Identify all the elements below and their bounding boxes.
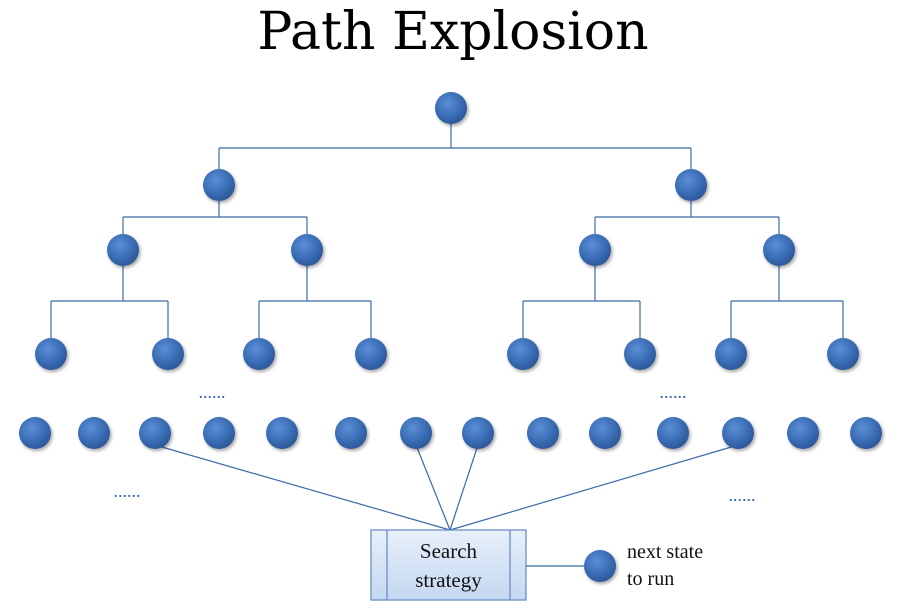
- tree-node: [715, 338, 747, 370]
- state-node: [787, 417, 819, 449]
- state-node: [335, 417, 367, 449]
- diagram-title: Path Explosion: [257, 2, 649, 62]
- state-node: [78, 417, 110, 449]
- state-node: [203, 417, 235, 449]
- search-strategy-box: Search strategy: [370, 529, 527, 601]
- ellipsis-mark: ......: [660, 382, 687, 402]
- state-node: [527, 417, 559, 449]
- state-node: [400, 417, 432, 449]
- selection-edge: [415, 444, 451, 531]
- nodes-layer: [19, 92, 882, 449]
- tree-node: [291, 234, 323, 266]
- state-node: [19, 417, 51, 449]
- tree-node: [624, 338, 656, 370]
- next-state-node: [584, 550, 616, 582]
- search-strategy-label-line1: Search: [420, 539, 478, 563]
- search-strategy-label-line2: strategy: [415, 568, 482, 592]
- tree-node: [507, 338, 539, 370]
- state-node: [657, 417, 689, 449]
- tree-node: [107, 234, 139, 266]
- ellipsis-mark: ......: [729, 485, 756, 505]
- state-node: [139, 417, 171, 449]
- next-state-label-line2: to run: [627, 568, 674, 590]
- tree-node: [763, 234, 795, 266]
- state-node: [462, 417, 494, 449]
- selection-edge: [449, 444, 479, 531]
- next-state-label-line1: next state: [627, 541, 703, 563]
- edges-layer: [50, 124, 844, 531]
- ellipsis-mark: ......: [114, 481, 141, 501]
- tree-node: [675, 169, 707, 201]
- tree-node: [827, 338, 859, 370]
- ellipsis-mark: ......: [199, 382, 226, 402]
- state-node: [589, 417, 621, 449]
- selection-edge: [449, 444, 739, 531]
- tree-node: [579, 234, 611, 266]
- tree-node: [203, 169, 235, 201]
- root-node: [435, 92, 467, 124]
- tree-node: [243, 338, 275, 370]
- selection-edge: [154, 444, 451, 531]
- tree-node: [355, 338, 387, 370]
- state-node: [850, 417, 882, 449]
- tree-node: [35, 338, 67, 370]
- tree-node: [152, 338, 184, 370]
- state-node: [266, 417, 298, 449]
- state-node: [722, 417, 754, 449]
